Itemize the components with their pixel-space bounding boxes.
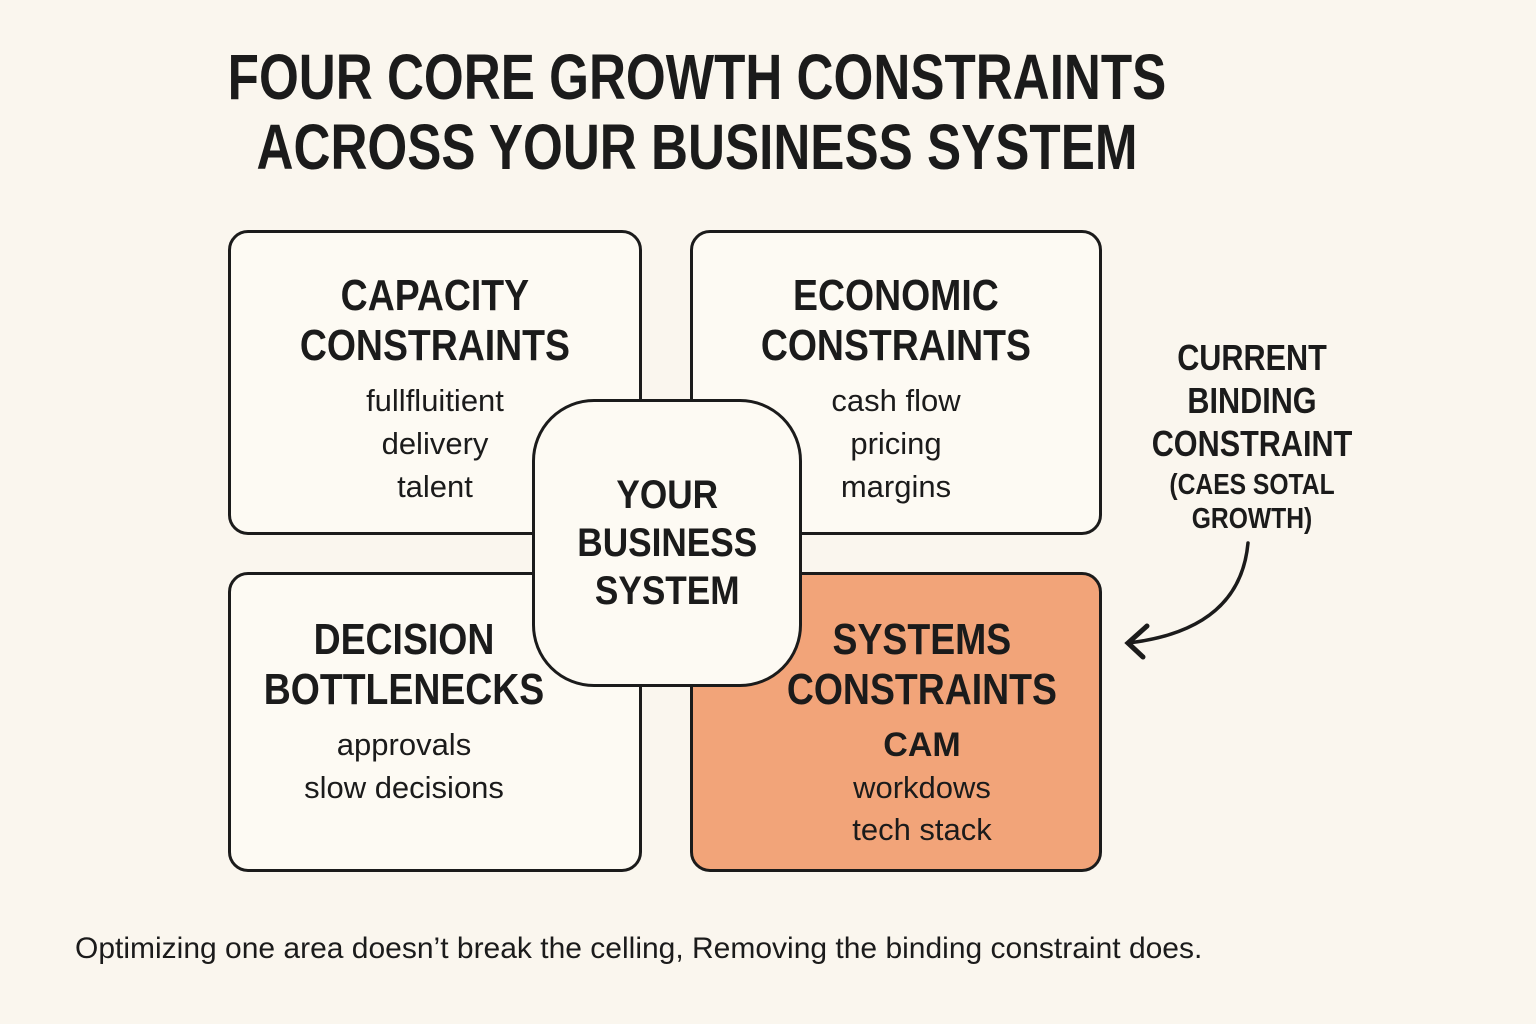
your-business-system-hub: YOUR BUSINESS SYSTEM: [532, 399, 802, 687]
economic-constraints-heading: ECONOMIC CONSTRAINTS: [761, 271, 1031, 371]
list-item: delivery: [381, 426, 489, 461]
list-item: pricing: [850, 426, 942, 461]
annotation-line-2: BINDING: [1187, 380, 1317, 421]
list-item: margins: [840, 469, 952, 504]
capacity-heading-line-2: CONSTRAINTS: [299, 321, 571, 370]
economic-items-list: cash flow pricing margins: [831, 379, 960, 508]
list-item: fullfluitient: [366, 383, 504, 418]
decision-bottlenecks-heading: DECISION BOTTLENECKS: [264, 615, 545, 715]
list-item: approvals: [336, 727, 472, 762]
curved-arrow-icon: [1124, 541, 1250, 660]
decision-items-list: approvals slow decisions: [304, 723, 504, 809]
capacity-items-list: fullfluitient delivery talent: [366, 379, 504, 508]
systems-emphasis-item: CAM: [883, 726, 961, 764]
hub-label-line-2: BUSINESS: [577, 521, 757, 565]
annotation-line-3: CONSTRAINT: [1151, 423, 1353, 464]
systems-heading-line-2: CONSTRAINTS: [786, 665, 1058, 714]
annotation-line-1: CURRENT: [1177, 337, 1327, 378]
list-item: cash flow: [831, 383, 961, 418]
economic-heading-line-2: CONSTRAINTS: [760, 321, 1032, 370]
page-title: FOUR CORE GROWTH CONSTRAINTS ACROSS YOUR…: [83, 42, 1312, 182]
capacity-heading-line-1: CAPACITY: [340, 271, 530, 320]
current-binding-constraint-label: CURRENT BINDING CONSTRAINT (CAES SOTAL G…: [1142, 336, 1363, 536]
hub-label-line-3: SYSTEM: [594, 569, 740, 613]
systems-constraints-heading: SYSTEMS CONSTRAINTS: [787, 615, 1057, 715]
page-title-line-2: ACROSS YOUR BUSINESS SYSTEM: [256, 111, 1138, 183]
systems-heading-line-1: SYSTEMS: [832, 615, 1012, 664]
list-item: tech stack: [852, 812, 992, 847]
annotation-sub-line-1: (CAES SOTAL: [1169, 469, 1335, 501]
annotation-sub-line-2: GROWTH): [1191, 503, 1313, 535]
systems-constraints-box: SYSTEMS CONSTRAINTS CAM workdows tech st…: [690, 572, 1102, 872]
list-item: talent: [397, 469, 473, 504]
hub-label: YOUR BUSINESS SYSTEM: [577, 471, 757, 615]
capacity-constraints-heading: CAPACITY CONSTRAINTS: [300, 271, 570, 371]
capacity-constraints-box: CAPACITY CONSTRAINTS fullfluitient deliv…: [228, 230, 642, 535]
hub-label-line-1: YOUR: [616, 473, 718, 517]
economic-heading-line-1: ECONOMIC: [793, 271, 999, 320]
page-title-line-1: FOUR CORE GROWTH CONSTRAINTS: [227, 41, 1167, 113]
list-item: workdows: [853, 770, 991, 805]
list-item: slow decisions: [304, 770, 504, 805]
footer-caption: Optimizing one area doesn’t break the ce…: [75, 932, 1203, 965]
decision-heading-line-2: BOTTLENECKS: [263, 665, 545, 714]
decision-heading-line-1: DECISION: [313, 615, 495, 664]
systems-items-list: workdows tech stack: [852, 767, 992, 851]
